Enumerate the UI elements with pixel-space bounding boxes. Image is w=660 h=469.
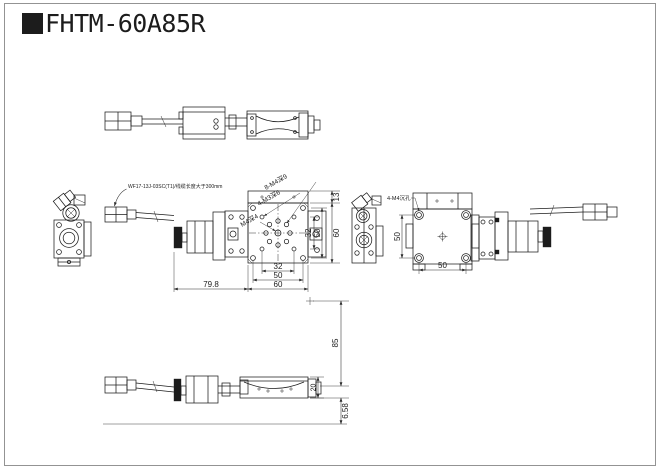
dims-plate-bottom: 32 50 60	[247, 251, 309, 292]
title-block: FHTM-60A85R	[22, 9, 207, 38]
dim-85: 85	[331, 338, 340, 347]
dim-50-h: 50	[274, 271, 283, 280]
view-table-face	[247, 190, 327, 264]
stage-body-top	[178, 106, 226, 140]
view-assembly-bottom	[104, 375, 322, 404]
view-front-motor	[104, 206, 249, 261]
cable-top	[142, 115, 183, 128]
dim-60-h: 60	[274, 280, 283, 289]
sheet-border	[4, 3, 656, 466]
hole-callouts: 8-M4深9 4-M3深6 M4深4	[239, 171, 317, 232]
cable-right	[529, 204, 584, 217]
view-front-cable	[470, 203, 618, 262]
cable-callout: WF17-13J-03SC(T1)/线缆长度大于300mm	[114, 183, 222, 207]
stage-side-bottom	[239, 376, 322, 399]
right-rail-front	[478, 216, 496, 260]
dim-bottom-50-h: 50	[438, 261, 447, 270]
connector-right	[582, 203, 618, 221]
adjustment-knob-right	[542, 226, 552, 248]
connector-bottom	[104, 376, 137, 394]
callout-8-m4: 8-M4深9	[263, 171, 289, 191]
cable-spec-label: WF17-13J-03SC(T1)/线缆长度大于300mm	[128, 183, 222, 190]
motor-front	[186, 211, 226, 261]
cable-bottom	[135, 380, 175, 393]
view-left-side	[52, 189, 92, 267]
dim-13: 13	[332, 192, 341, 201]
dim-motor-length: 79.8	[173, 252, 249, 292]
cable-front	[135, 210, 175, 223]
adjustment-knob-bottom	[173, 378, 182, 402]
dims-bottom-face: 50 50 4-M4沉孔	[387, 194, 467, 274]
motor-bottom	[185, 375, 219, 404]
counterbore-label: 4-M4沉孔	[387, 194, 411, 202]
view-top	[104, 106, 321, 140]
adjustment-knob	[173, 226, 183, 249]
dim-6-58: 6.58	[341, 403, 350, 419]
view-right-side	[351, 192, 384, 264]
dims-plate-right: 32 50 60 13	[304, 190, 341, 264]
dim-20: 20	[311, 384, 318, 392]
dim-79-8: 79.8	[203, 280, 219, 289]
dim-32-v: 32	[304, 228, 313, 237]
dim-32-h: 32	[274, 262, 283, 271]
connector-top	[104, 111, 143, 131]
motor-front-right	[507, 220, 539, 253]
motor-top	[225, 110, 321, 140]
dim-60-v: 60	[332, 228, 341, 237]
callout-m4: M4深4	[239, 211, 260, 229]
dim-table-thickness: 20	[310, 376, 324, 399]
hole-pattern	[250, 205, 306, 261]
stage-end-left	[53, 219, 92, 267]
left-rail-front	[224, 210, 249, 258]
drawing-title: FHTM-60A85R	[45, 9, 207, 38]
connector-front	[104, 206, 137, 223]
center-mark	[437, 231, 448, 242]
title-bullet-icon	[22, 13, 43, 34]
dim-height-chain: 85 6.58	[103, 297, 350, 425]
dim-50-v: 50	[313, 228, 322, 237]
dim-bottom-50-v: 50	[393, 232, 402, 241]
